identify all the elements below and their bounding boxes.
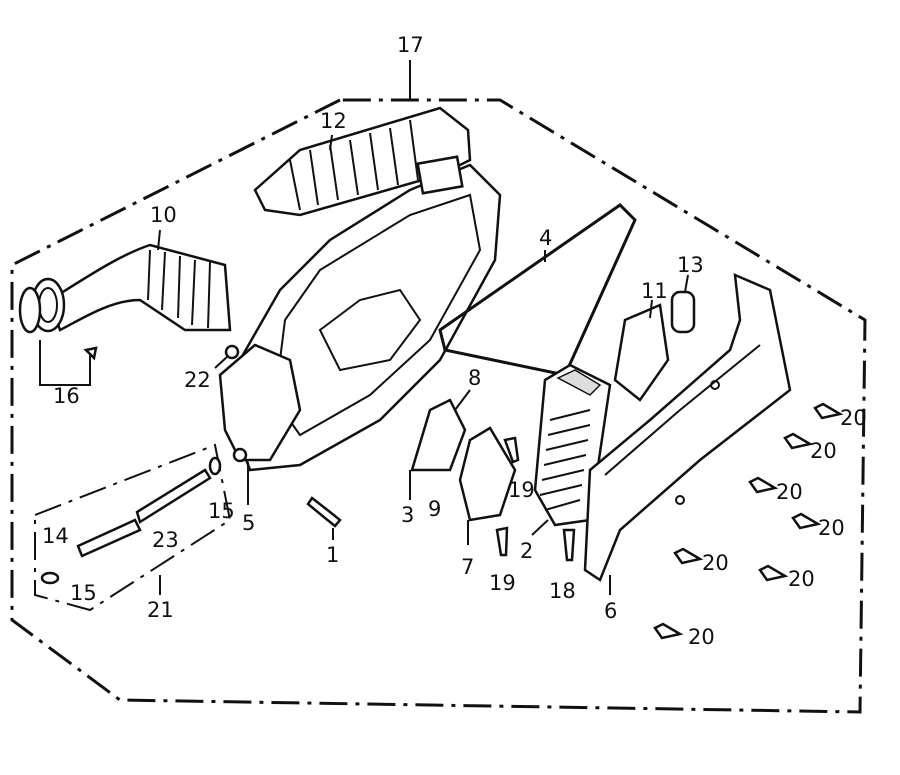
part-8-bracket [410,398,467,472]
leader-13 [684,274,689,293]
screw-19b [495,526,509,557]
part-5-flange [218,343,302,462]
label-15a: 15 [70,581,97,605]
leader-2 [531,519,549,536]
part-21-hose-kit [34,443,232,612]
label-16: 16 [53,384,80,408]
bolt-22 [224,344,240,360]
part-13-gasket [670,290,696,334]
label-20b: 20 [810,439,837,463]
label-10: 10 [150,203,177,227]
bolt-1 [306,496,342,528]
screw-19a [503,436,520,464]
label-12: 12 [320,109,347,133]
label-9: 9 [428,497,441,521]
label-8: 8 [468,366,481,390]
label-20g: 20 [688,625,715,649]
label-15b: 15 [208,499,235,523]
part-case-body [233,155,502,472]
label-5: 5 [242,511,255,535]
label-20d: 20 [818,516,845,540]
label-13: 13 [677,253,704,277]
label-19b: 19 [489,571,516,595]
part-7-plate [458,426,517,522]
label-23: 23 [152,528,179,552]
leader-11 [649,299,653,319]
leader-16 [39,340,91,386]
label-11: 11 [641,279,668,303]
label-2: 2 [520,539,533,563]
label-18: 18 [549,579,576,603]
leader-12 [329,134,333,151]
leader-22 [214,355,229,369]
label-19a: 19 [508,478,535,502]
screws-20 [653,402,844,640]
label-4: 4 [539,226,552,250]
label-20a: 20 [840,406,867,430]
label-20f: 20 [788,567,815,591]
label-20c: 20 [776,480,803,504]
label-22: 22 [184,368,211,392]
leader-10 [157,229,161,251]
part-12-intake-duct [253,106,472,217]
part-6-case-cover [583,273,792,582]
grommet-5 [232,447,248,463]
screw-18 [562,528,576,562]
part-4-seal [438,203,637,377]
label-17: 17 [397,33,424,57]
label-21: 21 [147,598,174,622]
label-20e: 20 [702,551,729,575]
label-14: 14 [42,524,69,548]
screw-icon [83,346,98,361]
part-10-elbow [18,243,232,334]
label-1: 1 [326,543,339,567]
part-11-bracket [613,303,670,402]
label-7: 7 [461,555,474,579]
assembly-boundary [10,98,867,714]
leader-8 [454,389,471,411]
label-6: 6 [604,599,617,623]
label-3: 3 [401,503,414,527]
